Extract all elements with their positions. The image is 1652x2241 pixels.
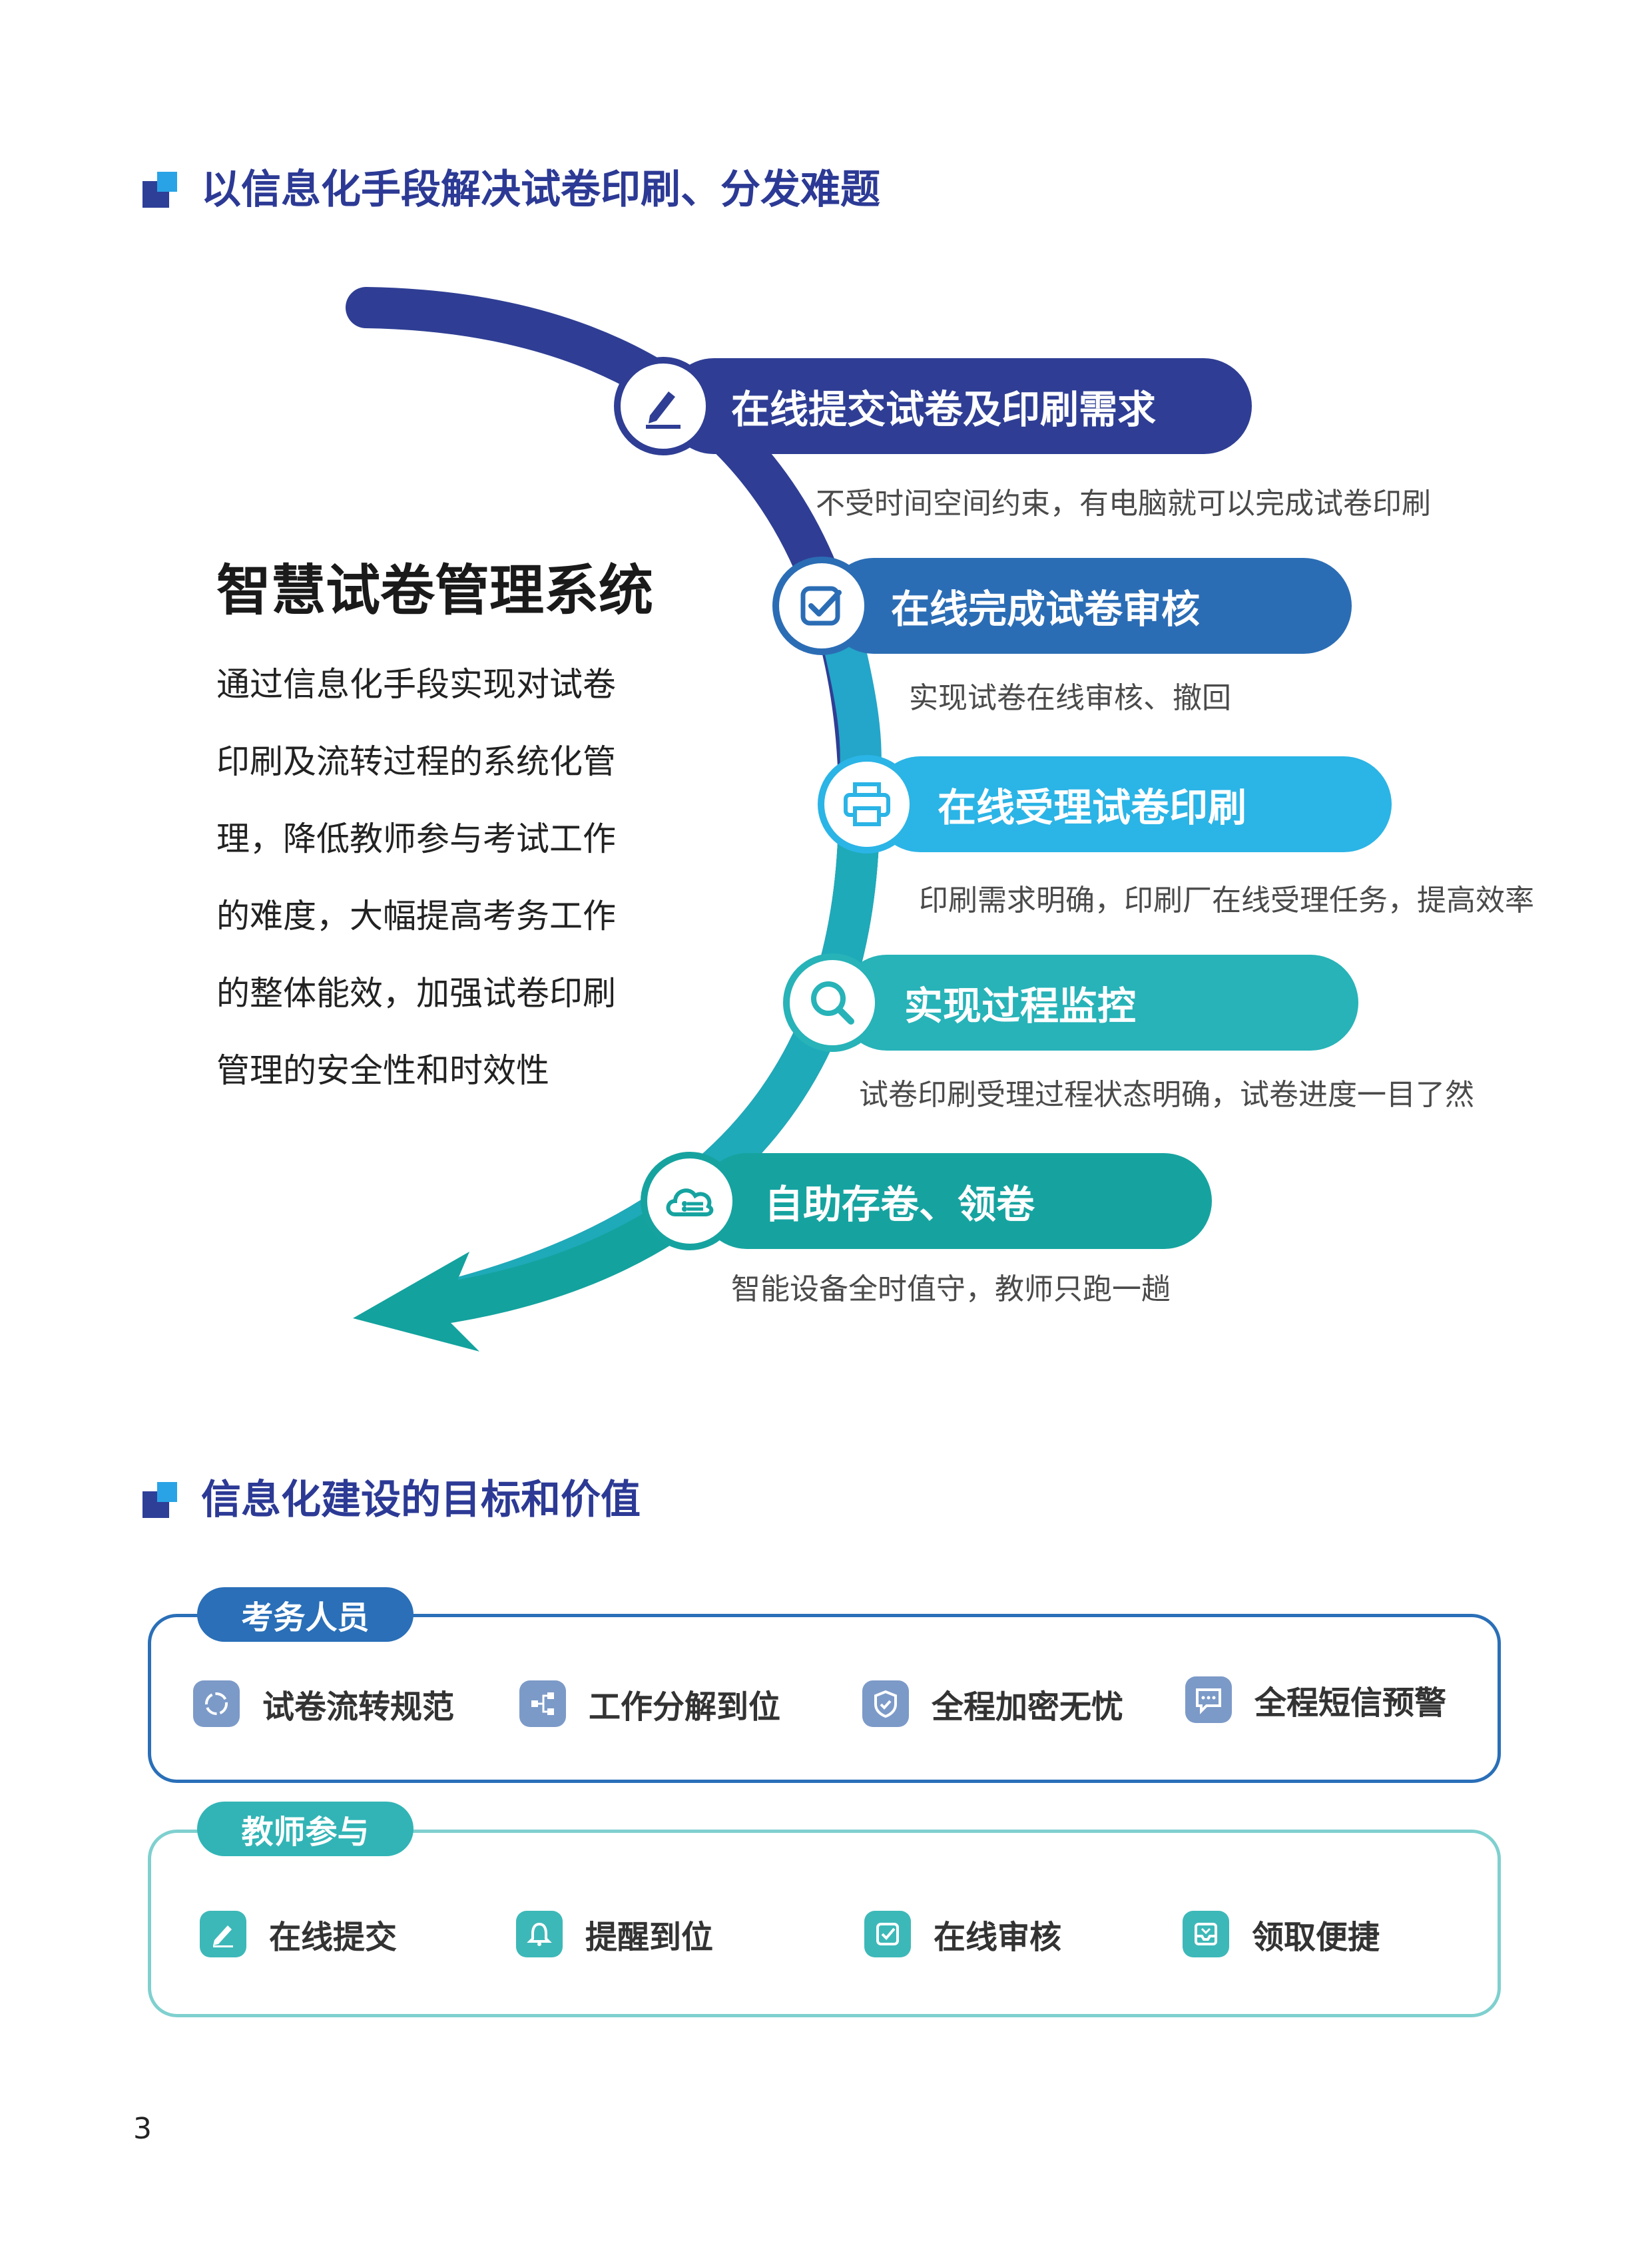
inbox-icon [1183,1911,1229,1957]
step-5-pill: 自助存卷、领卷 [699,1153,1212,1249]
system-title: 智慧试卷管理系统 [216,559,654,622]
group-item: 全程加密无忧 [862,1680,1123,1727]
page-number: 3 [133,2112,152,2146]
printer-icon [844,782,890,826]
step-4-badge [783,953,882,1052]
group-tag: 教师参与 [197,1802,413,1856]
section-marker-icon [142,172,180,209]
step-2-subtitle: 实现试卷在线审核、撤回 [909,681,1231,715]
step-5-subtitle: 智能设备全时值守，教师只跑一趟 [731,1272,1171,1306]
step-3-pill: 在线受理试卷印刷 [872,756,1392,852]
group-item: 在线审核 [864,1911,1061,1957]
hierarchy-icon [519,1680,566,1727]
section-marker-icon [142,1482,180,1519]
group-item: 试卷流转规范 [193,1680,454,1727]
step-4-pill: 实现过程监控 [839,955,1358,1051]
step-1-subtitle: 不受时间空间约束，有电脑就可以完成试卷印刷 [816,487,1431,521]
step-2-pill: 在线完成试卷审核 [826,558,1352,654]
system-description: 通过信息化手段实现对试卷 印刷及流转过程的系统化管 理，降低教师参与考试工作 的… [216,665,616,1090]
step-2-badge [772,557,871,655]
cloud-icon [666,1188,714,1216]
group-panel [148,1614,1501,1783]
group-item: 在线提交 [200,1911,397,1957]
checkbox-icon [864,1911,911,1957]
cycle-icon [193,1680,240,1727]
section-title: 以信息化手段解决试卷印刷、分发难题 [201,166,880,213]
step-3-badge [818,755,916,854]
step-5-badge [641,1152,739,1250]
bell-icon [516,1911,563,1957]
group-panel [148,1830,1501,2017]
step-1-badge [614,357,712,455]
section-title: 信息化建设的目标和价值 [201,1477,641,1523]
group-item: 工作分解到位 [519,1680,780,1727]
step-4-subtitle: 试卷印刷受理过程状态明确，试卷进度一目了然 [859,1078,1474,1112]
checkbox-icon [800,586,842,626]
group-item: 提醒到位 [516,1911,713,1957]
step-1-pill: 在线提交试卷及印刷需求 [666,358,1252,454]
pen-icon [200,1911,246,1957]
pen-icon [646,391,681,429]
message-icon [1185,1676,1232,1723]
group-tag: 考务人员 [197,1587,413,1642]
step-3-subtitle: 印刷需求明确，印刷厂在线受理任务，提高效率 [919,883,1534,917]
group-item: 全程短信预警 [1185,1676,1446,1723]
shield-icon [862,1680,909,1727]
search-icon [811,981,854,1025]
group-item: 领取便捷 [1183,1911,1380,1957]
